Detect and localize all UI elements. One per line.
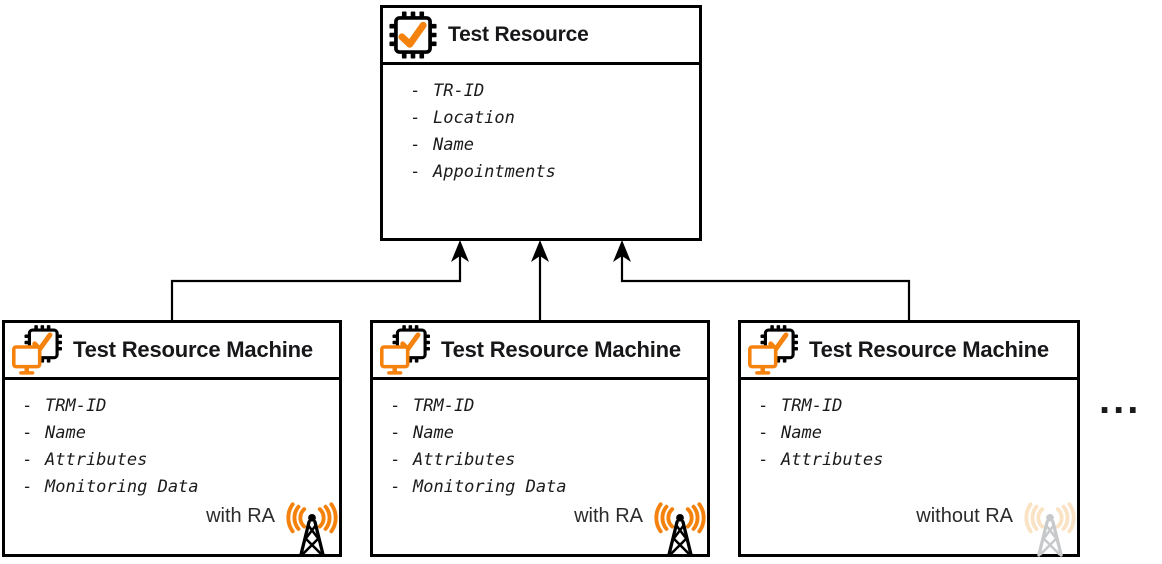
arrow-head-icon xyxy=(451,240,469,262)
attribute-list: TR-IDLocationNameAppointments xyxy=(383,78,699,186)
arrow-line-right xyxy=(620,244,911,321)
chip-monitor-icon xyxy=(748,325,798,375)
chip-monitor-icon xyxy=(380,325,430,375)
attribute-list: TRM-IDNameAttributesMonitoring Data xyxy=(5,393,339,501)
machine-box: Test Resource Machine TRM-IDNameAttribut… xyxy=(738,320,1080,557)
class-title-bar: Test Resource Machine xyxy=(5,323,339,380)
more-machines-ellipsis: ... xyxy=(1099,378,1142,422)
attribute-item: Monitoring Data xyxy=(22,474,339,501)
machine-box: Test Resource Machine TRM-IDNameAttribut… xyxy=(2,320,342,557)
attribute-item: Monitoring Data xyxy=(390,474,707,501)
ra-indicator: with RA xyxy=(574,495,707,557)
attribute-list: TRM-IDNameAttributes xyxy=(741,393,1077,474)
ra-label: with RA xyxy=(206,505,275,527)
chip-check-icon xyxy=(389,11,437,59)
class-title: Test Resource xyxy=(448,23,589,46)
attribute-item: TRM-ID xyxy=(758,393,1077,420)
antenna-icon xyxy=(1024,502,1076,557)
ra-indicator: with RA xyxy=(206,495,339,557)
attribute-item: TRM-ID xyxy=(390,393,707,420)
antenna-icon xyxy=(286,502,338,557)
class-title: Test Resource Machine xyxy=(441,337,681,362)
class-title-bar: Test Resource Machine xyxy=(373,323,707,380)
attribute-item: TRM-ID xyxy=(22,393,339,420)
class-title-bar: Test Resource xyxy=(383,8,699,65)
attribute-item: Attributes xyxy=(758,447,1077,474)
ra-label: with RA xyxy=(574,505,643,527)
arrow-head-icon xyxy=(531,240,549,262)
attribute-item: Name xyxy=(410,132,699,159)
attribute-item: Name xyxy=(22,420,339,447)
attribute-item: Name xyxy=(390,420,707,447)
test-resource-class-box: Test Resource TR-IDLocationNameAppointme… xyxy=(380,5,702,241)
attribute-item: Attributes xyxy=(390,447,707,474)
attribute-item: Name xyxy=(758,420,1077,447)
class-title: Test Resource Machine xyxy=(73,337,313,362)
machine-box: Test Resource Machine TRM-IDNameAttribut… xyxy=(370,320,710,557)
ra-indicator: without RA xyxy=(916,495,1077,557)
attribute-item: TR-ID xyxy=(410,78,699,105)
arrow-head-icon xyxy=(613,240,631,262)
class-title: Test Resource Machine xyxy=(809,337,1049,362)
attribute-list: TRM-IDNameAttributesMonitoring Data xyxy=(373,393,707,501)
attribute-item: Location xyxy=(410,105,699,132)
antenna-icon xyxy=(654,502,706,557)
ra-label: without RA xyxy=(916,505,1013,527)
chip-monitor-icon xyxy=(12,325,62,375)
attribute-item: Appointments xyxy=(410,159,699,186)
attribute-item: Attributes xyxy=(22,447,339,474)
class-title-bar: Test Resource Machine xyxy=(741,323,1077,380)
arrow-line-left xyxy=(170,244,462,321)
